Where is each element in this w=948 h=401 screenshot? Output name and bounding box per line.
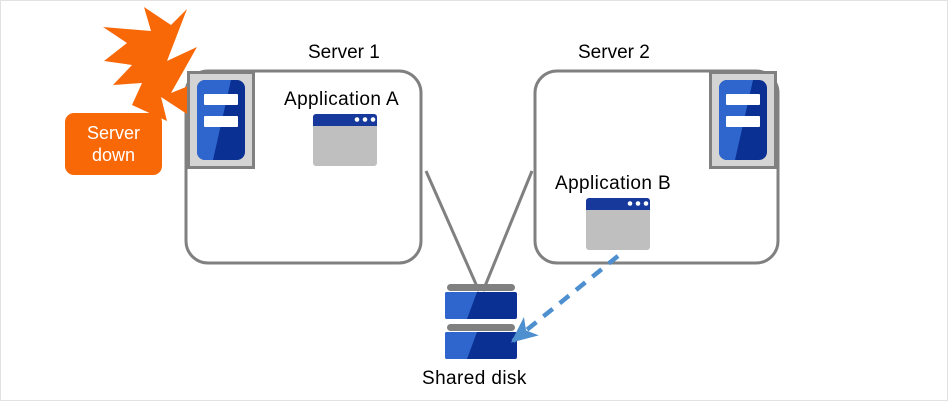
application-b-label: Application B xyxy=(555,173,672,194)
application-a-label: Application A xyxy=(284,89,400,110)
server-1-disk-link xyxy=(424,170,481,292)
failover-arrow xyxy=(510,254,620,343)
application-a-window-icon xyxy=(313,114,377,166)
server-down-line-1: Server xyxy=(86,123,140,143)
application-b-window-icon xyxy=(586,198,650,250)
server-down-line-2: down xyxy=(91,145,136,165)
server-1-rack-icon xyxy=(187,71,255,169)
shared-disk-label: Shared disk xyxy=(422,368,527,389)
server-2-title: Server 2 xyxy=(578,42,650,63)
lightning-burst-icon xyxy=(103,7,201,121)
server-2-rack-icon xyxy=(709,71,777,169)
server-2-disk-link xyxy=(481,170,534,292)
shared-disk-icon xyxy=(445,284,517,359)
server-1-title: Server 1 xyxy=(308,42,380,63)
server-down-badge: Server down xyxy=(65,113,162,175)
